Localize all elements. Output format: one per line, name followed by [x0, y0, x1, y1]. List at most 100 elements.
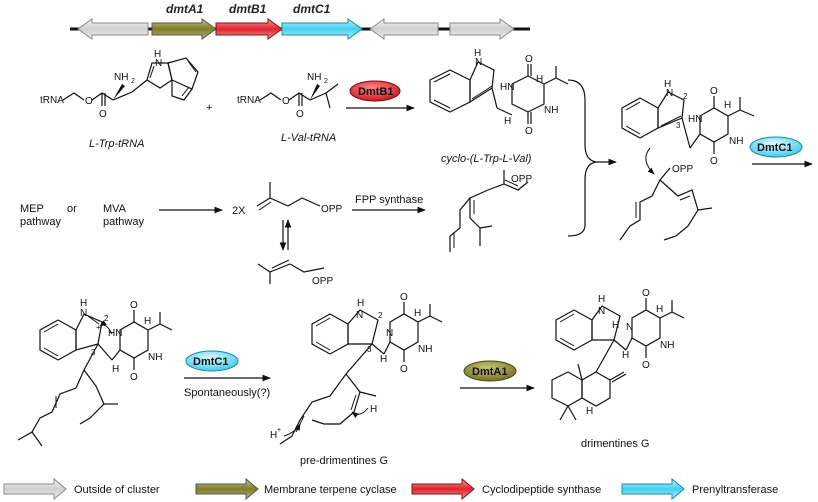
svg-text:+: + [96, 323, 101, 332]
trp-trna-label: L-Trp-tRNA [89, 138, 144, 150]
svg-text:N: N [386, 328, 393, 339]
svg-text:NH: NH [307, 72, 321, 83]
svg-text:2: 2 [131, 78, 135, 85]
legend-label-outside: Outside of cluster [74, 484, 160, 496]
gene-arrow-outside-2 [369, 18, 439, 40]
svg-text:H: H [357, 298, 364, 309]
svg-text:H: H [414, 308, 421, 319]
svg-text:3: 3 [367, 345, 372, 354]
gene-arrow-outside-3 [449, 18, 515, 40]
legend-swatch-cyclodipeptide [411, 477, 475, 501]
legend-swatch-terpene-cyclase [195, 477, 259, 501]
svg-text:O: O [99, 109, 107, 120]
val-trna-label: L-Val-tRNA [281, 132, 336, 144]
svg-text:N: N [666, 88, 673, 99]
svg-text:2: 2 [104, 314, 109, 323]
legend-swatch-prenyltransferase [621, 477, 685, 501]
svg-text:H: H [504, 116, 511, 127]
svg-text:O: O [282, 96, 290, 107]
svg-text:pathway: pathway [20, 216, 61, 228]
dmtb1-enzyme-label: DmtB1 [358, 86, 393, 98]
svg-text:OPP: OPP [321, 204, 342, 215]
svg-text:+: + [277, 427, 281, 434]
svg-text:H: H [112, 364, 119, 375]
svg-text:3: 3 [676, 121, 681, 130]
svg-text:OPP: OPP [312, 276, 333, 287]
svg-text:HN: HN [108, 328, 122, 339]
svg-text:H: H [144, 316, 151, 327]
svg-text:H: H [474, 48, 481, 59]
svg-text:H: H [724, 100, 731, 111]
svg-text:H: H [536, 74, 543, 85]
gene-label-dmtB1: dmtB1 [229, 2, 267, 16]
svg-text:O: O [525, 54, 533, 65]
svg-text:O: O [296, 109, 304, 120]
svg-text:H: H [380, 354, 387, 365]
svg-text:O: O [525, 126, 533, 137]
svg-text:N: N [598, 306, 605, 317]
val-trna-structure: tRNA O O NH 2 L-Val-tRNA [237, 72, 339, 144]
svg-text:O: O [710, 156, 718, 167]
svg-text:O: O [400, 292, 408, 303]
svg-text:NH: NH [729, 136, 743, 147]
legend-label-terpene-cyclase: Membrane terpene cyclase [264, 484, 397, 496]
svg-text:2: 2 [324, 78, 328, 85]
drimentine-structure: N H H N NH O O H H H drimentines G [551, 288, 685, 450]
svg-text:MEP: MEP [20, 203, 44, 215]
svg-text:OPP: OPP [511, 174, 532, 185]
iminium-intermediate: H N + 2 3 HN NH O O H H [17, 298, 173, 447]
svg-text:NH: NH [114, 72, 128, 83]
svg-text:H: H [270, 430, 277, 441]
svg-text:H: H [154, 49, 161, 60]
legend-swatch-outside [3, 477, 67, 501]
svg-text:MVA: MVA [103, 203, 127, 215]
svg-text:OPP: OPP [672, 164, 693, 175]
svg-text:H: H [370, 404, 377, 415]
svg-text:N: N [356, 310, 363, 321]
svg-text:or: or [67, 203, 77, 215]
svg-text:O: O [710, 86, 718, 97]
prenylation-complex: H N 2 3 HN NH O O H OPP [619, 79, 755, 241]
gene-arrow-dmtC1 [281, 18, 363, 40]
svg-text:N: N [626, 322, 633, 333]
legend-label-prenyltransferase: Prenyltransferase [692, 484, 778, 496]
spontaneously-label: Spontaneously(?) [184, 387, 270, 399]
svg-text:N: N [475, 57, 482, 68]
svg-text:HN: HN [688, 114, 702, 125]
svg-text:O: O [642, 288, 650, 299]
svg-text:2X: 2X [232, 205, 246, 217]
svg-text:tRNA: tRNA [237, 95, 261, 106]
dmta1-enzyme-badge [463, 360, 517, 382]
plus-sign: + [206, 102, 212, 114]
gene-label-dmtC1: dmtC1 [293, 2, 331, 16]
svg-text:H: H [656, 304, 663, 315]
svg-text:O: O [130, 372, 138, 383]
cyclo-dipeptide-structure: H N HN NH O O H H cyclo-(L-Trp-L-Val) [429, 48, 569, 165]
svg-text:NH: NH [544, 105, 558, 116]
svg-text:H: H [80, 298, 87, 309]
svg-text:O: O [85, 96, 93, 107]
gene-arrow-outside-1 [77, 18, 149, 40]
svg-text:2: 2 [378, 311, 383, 320]
svg-text:tRNA: tRNA [40, 95, 64, 106]
svg-text:N: N [80, 308, 87, 319]
legend: Outside of cluster Membrane terpene cycl… [3, 477, 778, 501]
cyclo-label: cyclo-(L-Trp-L-Val) [441, 153, 532, 165]
svg-text:H: H [598, 294, 605, 305]
dmtc1-enzyme-label-top: DmtC1 [757, 142, 792, 154]
svg-text:2: 2 [683, 92, 688, 101]
pre-drimentines-label: pre-drimentines G [300, 455, 388, 467]
svg-text:O: O [400, 364, 408, 375]
dmtc1-enzyme-badge-top [749, 136, 803, 158]
dmtc1-enzyme-label-bottom: DmtC1 [193, 356, 228, 368]
gene-arrow-dmtA1 [151, 18, 217, 40]
dmtb1-enzyme-badge [349, 80, 401, 102]
svg-text:H: H [586, 406, 593, 417]
svg-text:H: H [612, 320, 619, 331]
svg-text:H: H [622, 350, 629, 361]
gene-label-dmtA1: dmtA1 [166, 2, 204, 16]
legend-label-cyclodipeptide: Cyclodipeptide synthase [482, 484, 601, 496]
trp-trna-structure: tRNA O O NH 2 H N L-Trp-tRNA [40, 49, 199, 150]
gene-cluster: dmtA1 dmtB1 dmtC1 [70, 2, 530, 40]
